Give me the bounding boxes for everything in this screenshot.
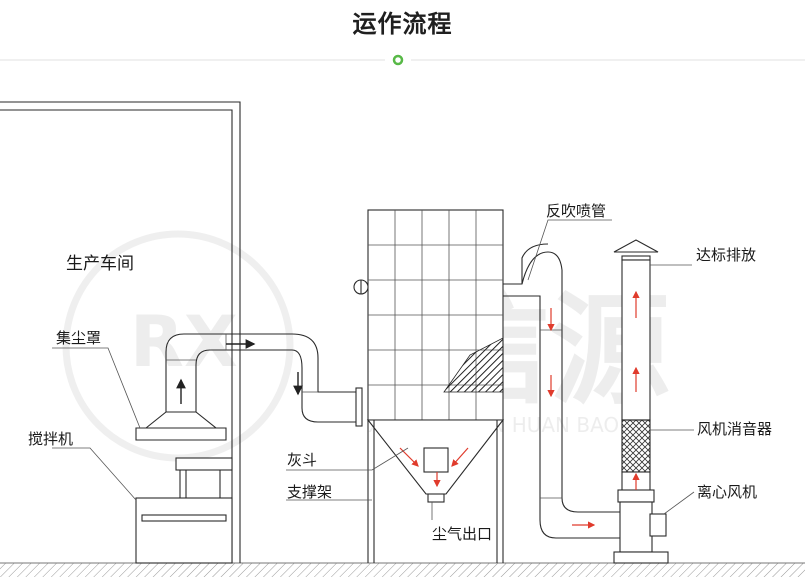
label-fan: 离心风机 bbox=[697, 483, 757, 501]
dust-hood bbox=[135, 333, 292, 441]
svg-text:RX: RX bbox=[130, 301, 238, 383]
outlet-duct bbox=[503, 243, 620, 539]
label-hood: 集尘罩 bbox=[56, 329, 101, 347]
gear-icon bbox=[392, 54, 404, 66]
page-title: 运作流程 bbox=[352, 10, 453, 38]
support-frame bbox=[367, 420, 504, 563]
label-mixer: 搅拌机 bbox=[28, 430, 73, 448]
label-discharge: 达标排放 bbox=[696, 246, 756, 264]
label-blow-pipe: 反吹喷管 bbox=[546, 202, 606, 220]
ash-hopper bbox=[366, 419, 505, 503]
inlet-duct bbox=[291, 333, 363, 427]
label-hopper: 灰斗 bbox=[287, 451, 317, 469]
label-silencer: 风机消音器 bbox=[697, 420, 772, 438]
workshop-building bbox=[0, 101, 241, 563]
mixer-machine bbox=[135, 457, 233, 564]
ground bbox=[0, 562, 805, 577]
title-divider bbox=[0, 54, 805, 66]
bag-filter-collector bbox=[353, 209, 504, 421]
leader-lines bbox=[52, 219, 695, 520]
exhaust-stack bbox=[613, 239, 669, 564]
label-workshop: 生产车间 bbox=[66, 254, 134, 274]
label-dust-outlet: 尘气出口 bbox=[432, 525, 492, 543]
rain-cap-icon bbox=[613, 239, 659, 253]
label-support: 支撑架 bbox=[287, 483, 332, 501]
